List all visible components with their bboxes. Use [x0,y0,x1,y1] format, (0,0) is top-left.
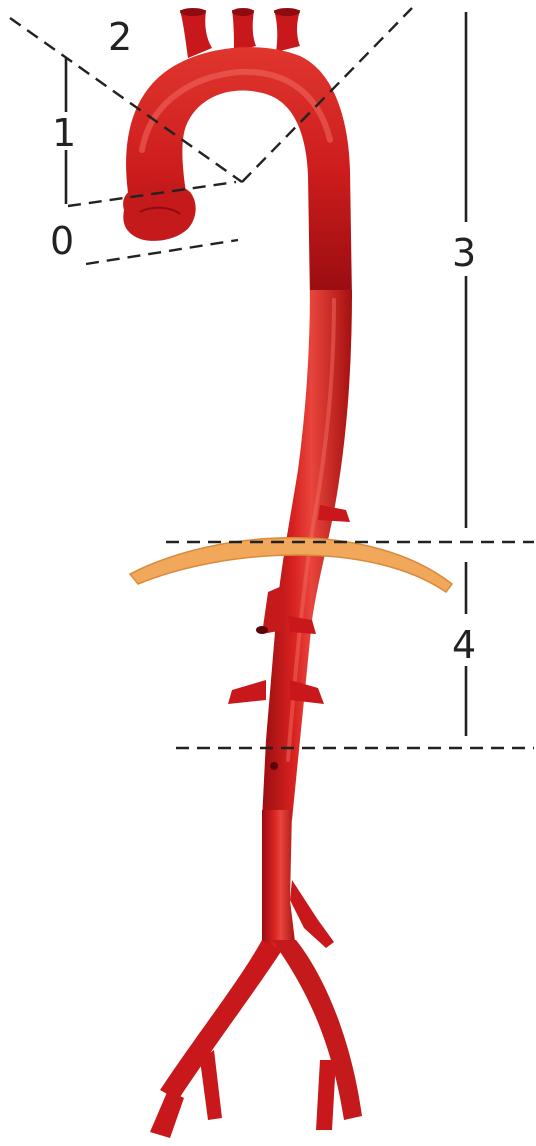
segment-label-2: 2 [108,15,132,59]
segment-label-0: 0 [50,219,74,263]
segment-label-1: 1 [52,111,76,155]
iliac-arteries [150,940,362,1138]
aortic-arch [126,47,352,300]
segment-label-3: 3 [452,231,476,275]
abdominal-aorta [262,810,296,950]
segment-label-4: 4 [452,623,476,667]
